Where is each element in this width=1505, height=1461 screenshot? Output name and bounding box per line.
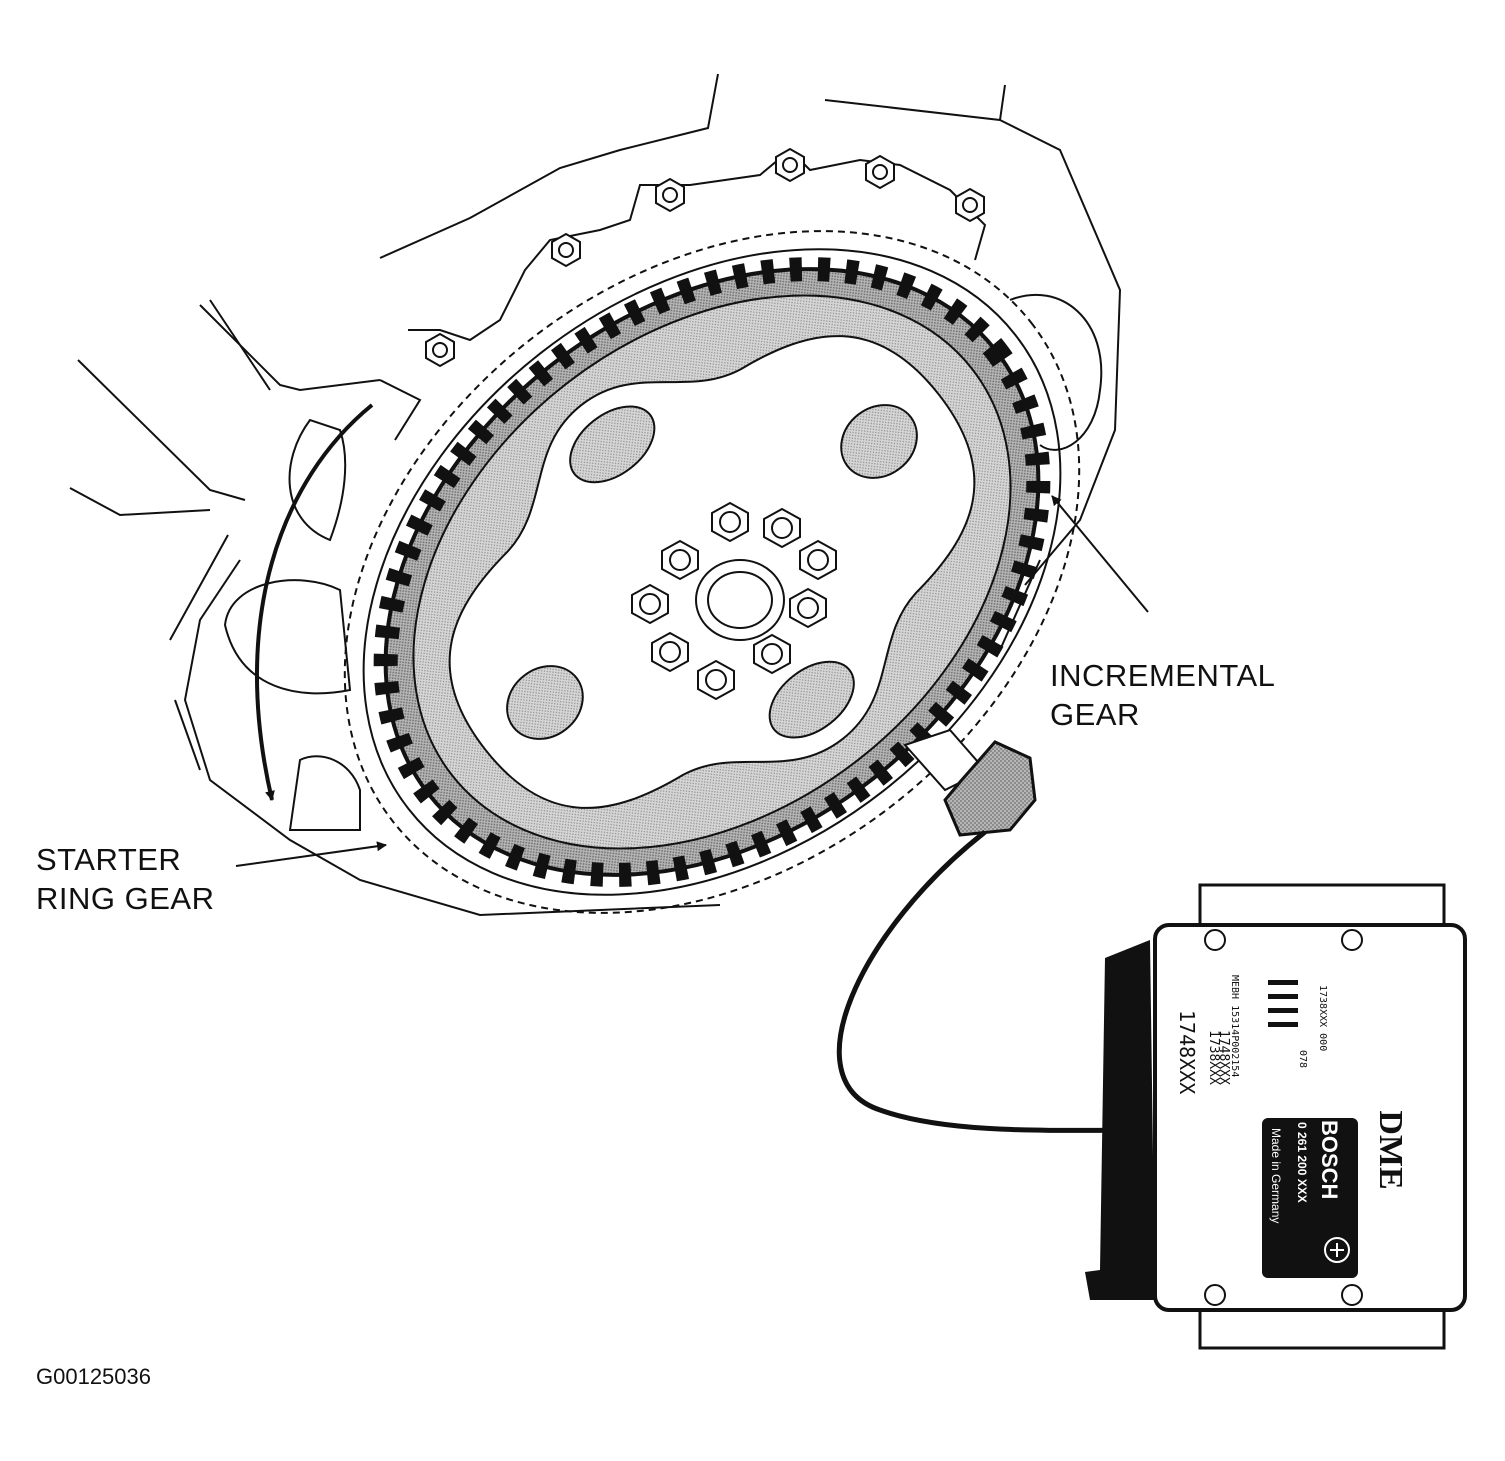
code-line: 1738XXX (1206, 1030, 1221, 1085)
hub-bolt (661, 539, 699, 581)
rotation-arrow (255, 403, 374, 801)
barcode (1268, 980, 1298, 1027)
code-line: 1748XXX (1175, 1010, 1199, 1094)
flange-bolts (425, 147, 985, 368)
hub-bolt (631, 583, 669, 625)
bosch-logo-icon (1324, 1237, 1350, 1263)
brand-label: BOSCH (1317, 1120, 1342, 1199)
hub-bolt (651, 631, 689, 673)
flange-bolt (955, 187, 985, 223)
hub-bolt (799, 539, 837, 581)
flange-bolt (655, 177, 685, 213)
incremental-gear-label-line: GEAR (1050, 697, 1140, 732)
hub-bolt (789, 587, 827, 629)
sensor-cable (836, 830, 1151, 1133)
code-line: 1748XXX (1216, 1030, 1231, 1085)
code-line: 1738XXX 000 (1317, 985, 1328, 1051)
starter-ring-gear-label-line: STARTER (36, 842, 182, 877)
origin-label: Made in Germany (1269, 1128, 1283, 1223)
flange-bolt (775, 147, 805, 183)
flange-bolt (865, 154, 895, 190)
code-line: MEBH 15314P002154 (1229, 975, 1240, 1077)
starter-ring-gear-label: STARTER RING GEAR (36, 840, 214, 918)
incremental-gear-label: INCREMENTAL GEAR (1050, 656, 1275, 734)
starter-ring-gear (343, 230, 1081, 914)
crank-hub (631, 501, 837, 701)
hub-bolt (711, 501, 749, 543)
dme-name: DME (1372, 1110, 1409, 1189)
flange-bolt (425, 332, 455, 368)
flange-bolt (551, 232, 581, 268)
part-number: 0 261 200 XXX (1295, 1122, 1309, 1203)
speed-sensor (903, 728, 1037, 837)
figure-id: G00125036 (36, 1364, 151, 1389)
hub-bolt (763, 507, 801, 549)
starter-ring-gear-label-line: RING GEAR (36, 881, 215, 916)
hub-bolt (753, 633, 791, 675)
dme-control-unit: DME BOSCH 0 261 200 XXX Made in Germany … (1085, 883, 1467, 1350)
hub-bolt (697, 659, 735, 701)
incremental-gear-label-line: INCREMENTAL (1050, 658, 1276, 693)
code-line: 078 (1297, 1050, 1308, 1068)
leader-lines (235, 495, 1149, 867)
